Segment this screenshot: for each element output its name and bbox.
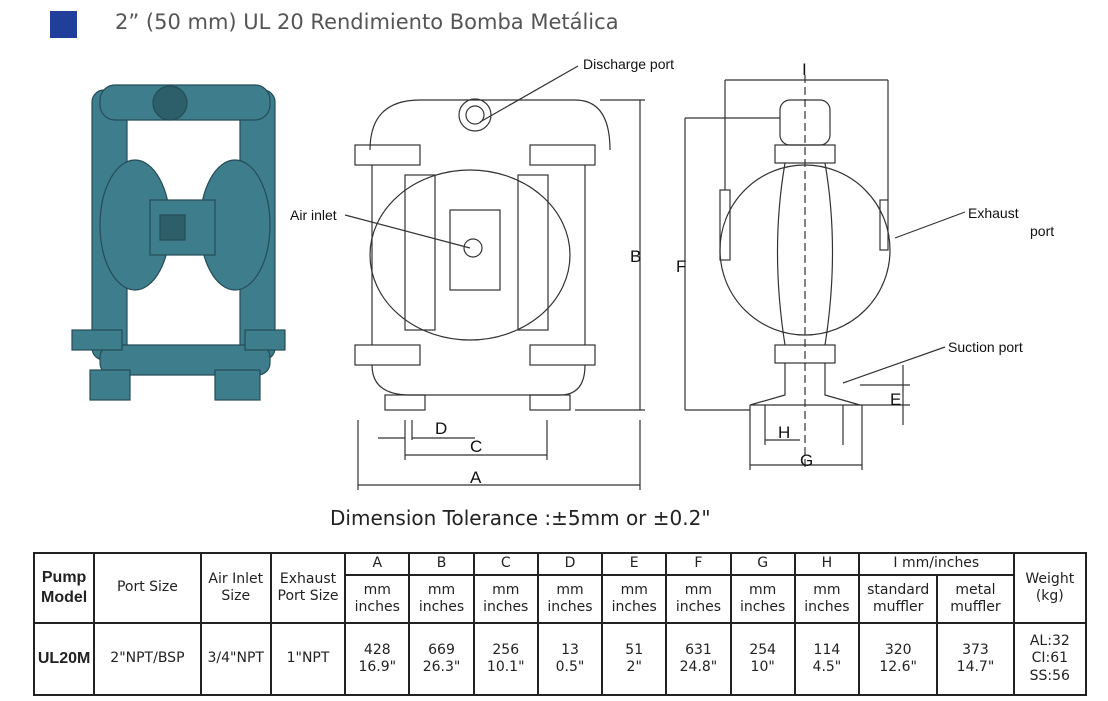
unit-b: mm inches [408,574,475,624]
i-std-in: 12.6" [879,659,917,675]
dim-f: F [676,257,686,276]
d-mm: 13 [561,641,579,658]
header-port-size: Port Size [93,552,202,624]
i-std-mm: 320 [884,641,912,658]
b-in: 26.3" [422,659,461,675]
i-standard-muffler: standard muffler [858,574,939,624]
dim-c: C [470,437,482,456]
front-view-drawing [344,65,645,490]
e-mm: 51 [625,641,644,658]
accent-square [50,11,77,38]
cell-model: UL20M [32,622,96,696]
header-exhaust: Exhaust Port Size [269,552,347,624]
dim-i: I [802,60,807,79]
weight-ci: CI:61 [1031,650,1069,667]
a-mm: 428 [363,641,391,658]
d-in: 0.5" [555,659,585,675]
unit-g: mm inches [729,574,796,624]
e-in: 2" [626,659,642,675]
unit-e: mm inches [601,574,668,624]
header-air-inlet: Air Inlet Size [199,552,272,624]
spec-table: Pump Model Port Size Air Inlet Size Exha… [32,552,1088,696]
header-weight: Weight (kg) [1012,552,1088,624]
pump-photo [71,84,286,401]
header-b: B [408,552,475,576]
page-title: 2” (50 mm) UL 20 Rendimiento Bomba Metál… [115,10,619,34]
exhaust-label: Exhaust [968,205,1019,221]
exhaust-port-label: port [1030,223,1054,239]
side-view-drawing [684,75,966,470]
cell-air: 3/4"NPT [199,622,272,696]
dimension-tolerance: Dimension Tolerance :±5mm or ±0.2" [330,506,711,530]
a-in: 16.9" [358,659,397,675]
weight-ss: SS:56 [1029,667,1070,684]
dim-d: D [435,419,447,438]
g-mm: 254 [749,641,777,658]
unit-a: mm inches [344,574,411,624]
cell-exhaust: 1"NPT [269,622,347,696]
pump-drawings: Discharge port Air inlet Exhaust port Su… [71,56,1054,490]
air-inlet-label: Air inlet [290,207,337,223]
dim-b: B [630,247,641,266]
h-mm: 114 [813,641,841,658]
header-a: A [344,552,411,576]
dim-h: H [778,423,790,442]
discharge-port-label: Discharge port [583,56,674,72]
weight-al: AL:32 [1029,632,1070,649]
f-in: 24.8" [679,659,718,675]
i-metal-muffler: metal muffler [936,574,1015,624]
header-i: I mm/inches [858,552,1015,576]
header-h: H [793,552,861,576]
header-d: D [536,552,604,576]
header-c: C [472,552,539,576]
dim-g: G [800,451,813,470]
b-mm: 669 [428,641,455,658]
unit-d: mm inches [536,574,604,624]
h-in: 4.5" [812,659,842,675]
suction-port-label: Suction port [948,339,1023,355]
unit-h: mm inches [793,574,861,624]
dim-e: E [890,390,901,409]
c-in: 10.1" [486,659,525,675]
header-e: E [601,552,668,576]
unit-c: mm inches [472,574,539,624]
header-f: F [665,552,732,576]
i-metal-mm: 373 [962,641,989,658]
unit-f: mm inches [665,574,732,624]
header-pump-model: Pump Model [32,552,96,624]
dim-a: A [470,468,482,487]
header-g: G [729,552,796,576]
f-mm: 631 [685,641,712,658]
c-mm: 256 [492,641,520,658]
cell-port: 2"NPT/BSP [93,622,202,696]
g-in: 10" [750,659,775,675]
i-metal-in: 14.7" [956,659,995,675]
